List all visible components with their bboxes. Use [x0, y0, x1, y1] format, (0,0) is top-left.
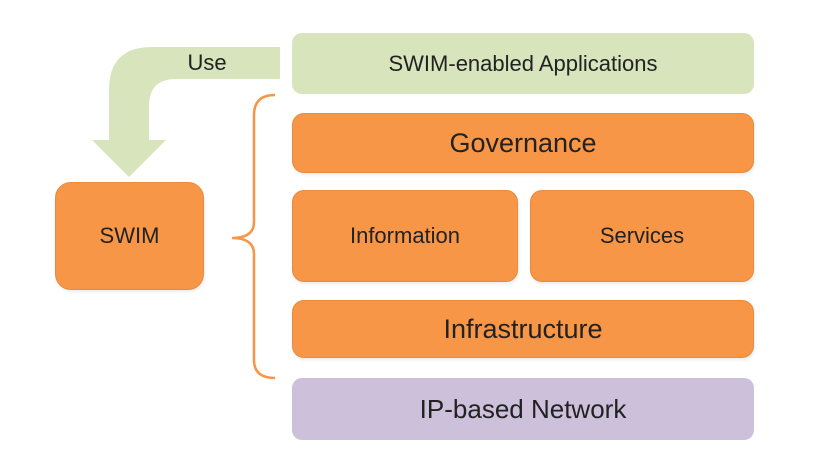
swim-box: SWIM: [55, 182, 204, 290]
infrastructure-box: Infrastructure: [292, 300, 754, 358]
information-box: Information: [292, 190, 518, 282]
swim-enabled-applications-box: SWIM-enabled Applications: [292, 33, 754, 94]
swim-bracket: [231, 93, 276, 380]
use-arrow-label: Use: [187, 50, 227, 75]
use-arrow: [92, 47, 280, 177]
governance-box: Governance: [292, 113, 754, 173]
services-box: Services: [530, 190, 754, 282]
ip-based-network-box: IP-based Network: [292, 378, 754, 440]
